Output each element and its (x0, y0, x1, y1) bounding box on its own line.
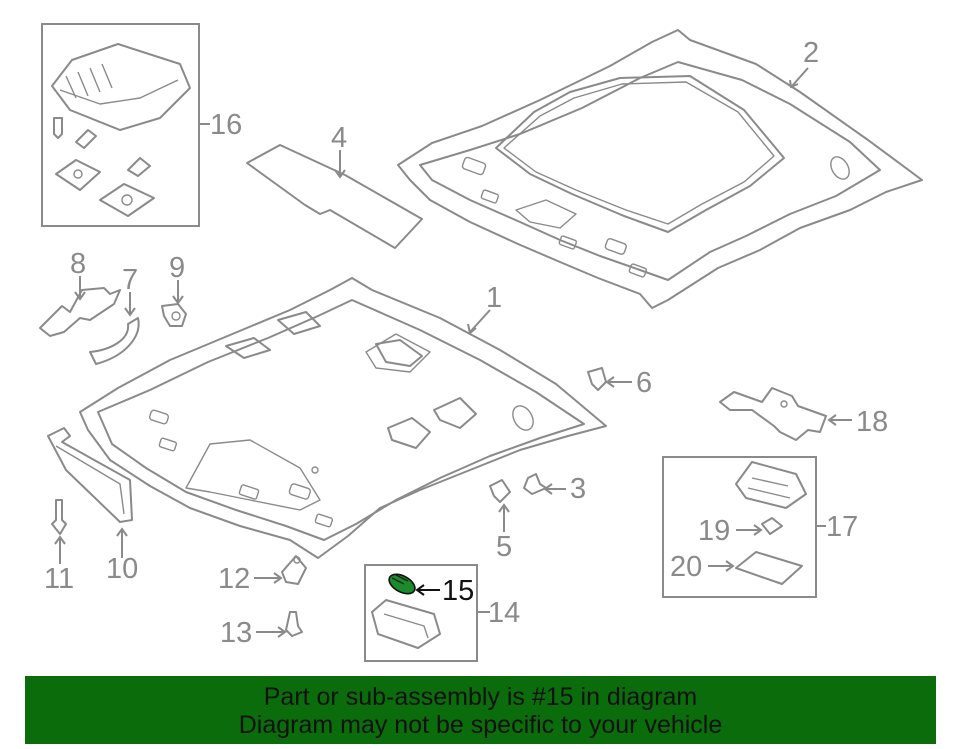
screw-part-9 (161, 303, 187, 327)
callout-16: 16 (210, 109, 242, 141)
callout-7: 7 (122, 264, 138, 296)
callout-12: 12 (218, 563, 250, 595)
callout-3: 3 (570, 473, 586, 505)
callout-6: 6 (636, 367, 652, 399)
banner-line-part: Part or sub-assembly is #15 in diagram (263, 683, 698, 711)
bracket-part-8 (39, 287, 121, 337)
banner-line-disclaimer: Diagram may not be specific to your vehi… (238, 711, 723, 739)
screw-part-11 (51, 499, 67, 535)
lamp-box-14 (364, 564, 478, 662)
map-lamp-box (41, 23, 200, 227)
clip-part-12 (281, 555, 307, 585)
callout-5: 5 (496, 531, 512, 563)
callout-17: 17 (826, 511, 858, 543)
clip-part-13 (285, 611, 303, 637)
clip-part-6 (587, 367, 607, 391)
info-banner: Part or sub-assembly is #15 in diagram D… (25, 676, 936, 744)
bracket-part-18 (719, 387, 827, 441)
callout-8: 8 (70, 248, 86, 280)
callout-1: 1 (486, 282, 502, 314)
callout-13: 13 (220, 617, 252, 649)
sun-visor-part-10 (47, 427, 133, 523)
callout-14: 14 (488, 597, 520, 629)
callout-18: 18 (856, 406, 888, 438)
insulation-pad-part (246, 144, 423, 249)
callout-10: 10 (106, 553, 138, 585)
clip-part-3 (523, 473, 547, 495)
callout-9: 9 (169, 252, 185, 284)
callout-2: 2 (803, 37, 819, 69)
callout-labels: 1 2 3 4 5 6 7 8 9 10 11 12 13 14 15 16 1… (44, 37, 888, 649)
callout-20: 20 (670, 551, 702, 583)
headliner-sunroof-part (397, 29, 923, 309)
grab-handle-part-7 (89, 317, 140, 365)
callout-11: 11 (44, 563, 74, 595)
leader-lines (54, 67, 852, 638)
bulb-part-15 (388, 573, 416, 595)
clip-part-5 (489, 479, 511, 503)
headliner-main-part (79, 277, 607, 559)
callout-19: 19 (698, 515, 730, 547)
callout-15: 15 (442, 575, 474, 607)
callout-4: 4 (331, 122, 347, 154)
